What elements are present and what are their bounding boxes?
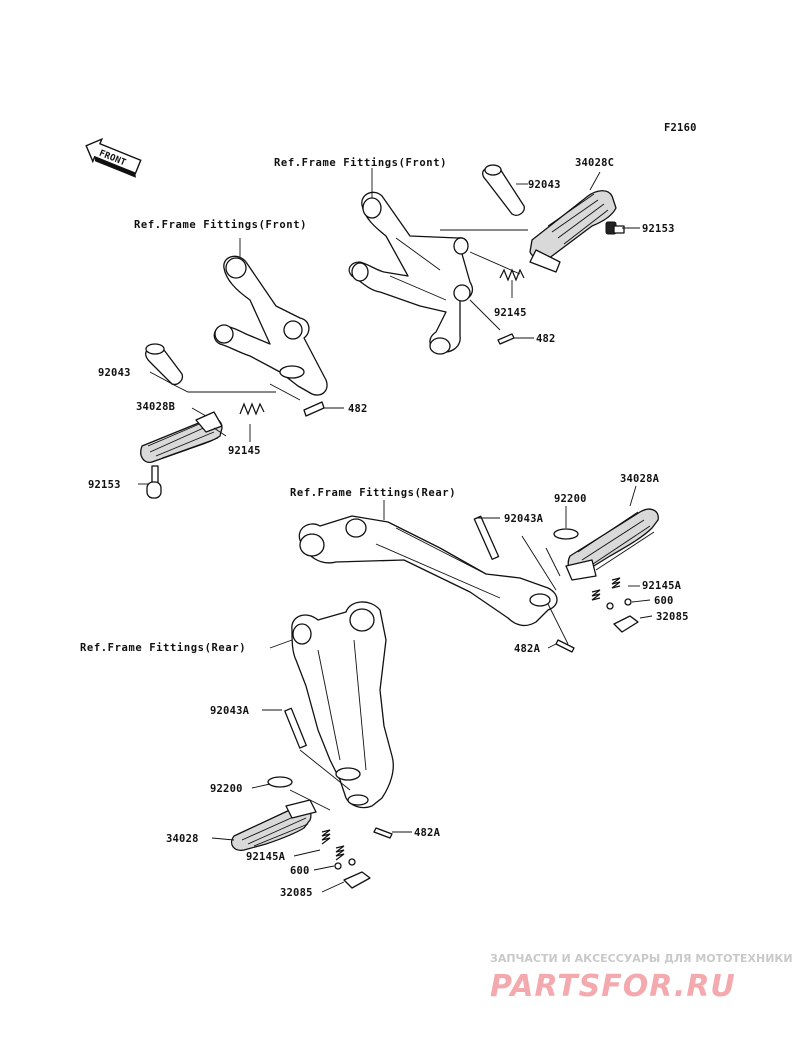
footpeg-34028	[230, 799, 317, 851]
ball-600-bottom	[334, 858, 356, 870]
part-482a-bottom: 482A	[414, 827, 441, 839]
part-34028a: 34028A	[620, 473, 660, 485]
rear-left-bracket	[291, 601, 394, 809]
bolt-92153-left	[146, 465, 162, 499]
ref-frame-front-left: Ref.Frame Fittings(Front)	[134, 219, 307, 231]
part-600-bottom: 600	[290, 865, 310, 877]
part-92043-left: 92043	[98, 367, 131, 379]
pin-92043a-bottom	[284, 707, 307, 749]
ref-frame-front-top: Ref.Frame Fittings(Front)	[274, 157, 447, 169]
ref-frame-rear-right: Ref.Frame Fittings(Rear)	[290, 487, 456, 499]
cotter-482a-right	[555, 639, 575, 653]
spring-92145-top	[499, 268, 525, 282]
cotter-482-left	[303, 401, 325, 417]
part-92200-bottom: 92200	[210, 783, 243, 795]
footpeg-34028c	[529, 190, 617, 273]
spring-92145a-bottom	[321, 829, 345, 861]
bolt-92153-top	[605, 221, 625, 235]
pin-92043a-right	[473, 515, 500, 560]
watermark-tagline: ЗАПЧАСТИ И АКСЕССУАРЫ ДЛЯ МОТОТЕХНИКИ	[490, 952, 793, 965]
part-32085-bottom: 32085	[280, 887, 313, 899]
ball-600-right	[606, 598, 632, 610]
pin-92043-left	[144, 343, 184, 386]
footpeg-34028a	[565, 508, 659, 581]
part-600-right: 600	[654, 595, 674, 607]
front-arrow-icon: FRONT	[85, 137, 142, 178]
part-34028c: 34028C	[575, 157, 614, 169]
part-92153-left: 92153	[88, 479, 121, 491]
part-92043a-bottom: 92043A	[210, 705, 250, 717]
footpeg-34028b	[140, 411, 223, 463]
part-92043a-right: 92043A	[504, 513, 544, 525]
part-92200-right: 92200	[554, 493, 587, 505]
detent-32085-right	[613, 615, 639, 633]
part-92145-left: 92145	[228, 445, 261, 457]
part-34028b: 34028B	[136, 401, 175, 413]
part-482-top: 482	[536, 333, 556, 345]
rear-right-bracket	[298, 515, 558, 627]
detent-32085-bottom	[343, 871, 371, 889]
cotter-482a-bottom	[373, 827, 393, 839]
part-482a-right: 482A	[514, 643, 541, 655]
washer-92200-bottom	[267, 776, 293, 788]
washer-92200-right	[553, 528, 579, 540]
watermark-logo: PARTSFOR.RU	[490, 969, 736, 1004]
part-482-left: 482	[348, 403, 368, 415]
part-92145-top: 92145	[494, 307, 527, 319]
spring-92145-left	[239, 402, 265, 416]
part-34028: 34028	[166, 833, 199, 845]
front-right-bracket	[348, 191, 474, 355]
part-92145a-bottom: 92145A	[246, 851, 286, 863]
spring-92145a-right	[591, 577, 621, 601]
part-32085-right: 32085	[656, 611, 689, 623]
part-92145a-right: 92145A	[642, 580, 682, 592]
front-left-bracket	[213, 255, 328, 396]
ref-frame-rear-left: Ref.Frame Fittings(Rear)	[80, 642, 246, 654]
diagram-code: F2160	[664, 122, 697, 134]
part-92153-top: 92153	[642, 223, 675, 235]
pin-92043-top	[482, 164, 525, 216]
part-92043-top: 92043	[528, 179, 561, 191]
cotter-482-top	[497, 333, 515, 345]
